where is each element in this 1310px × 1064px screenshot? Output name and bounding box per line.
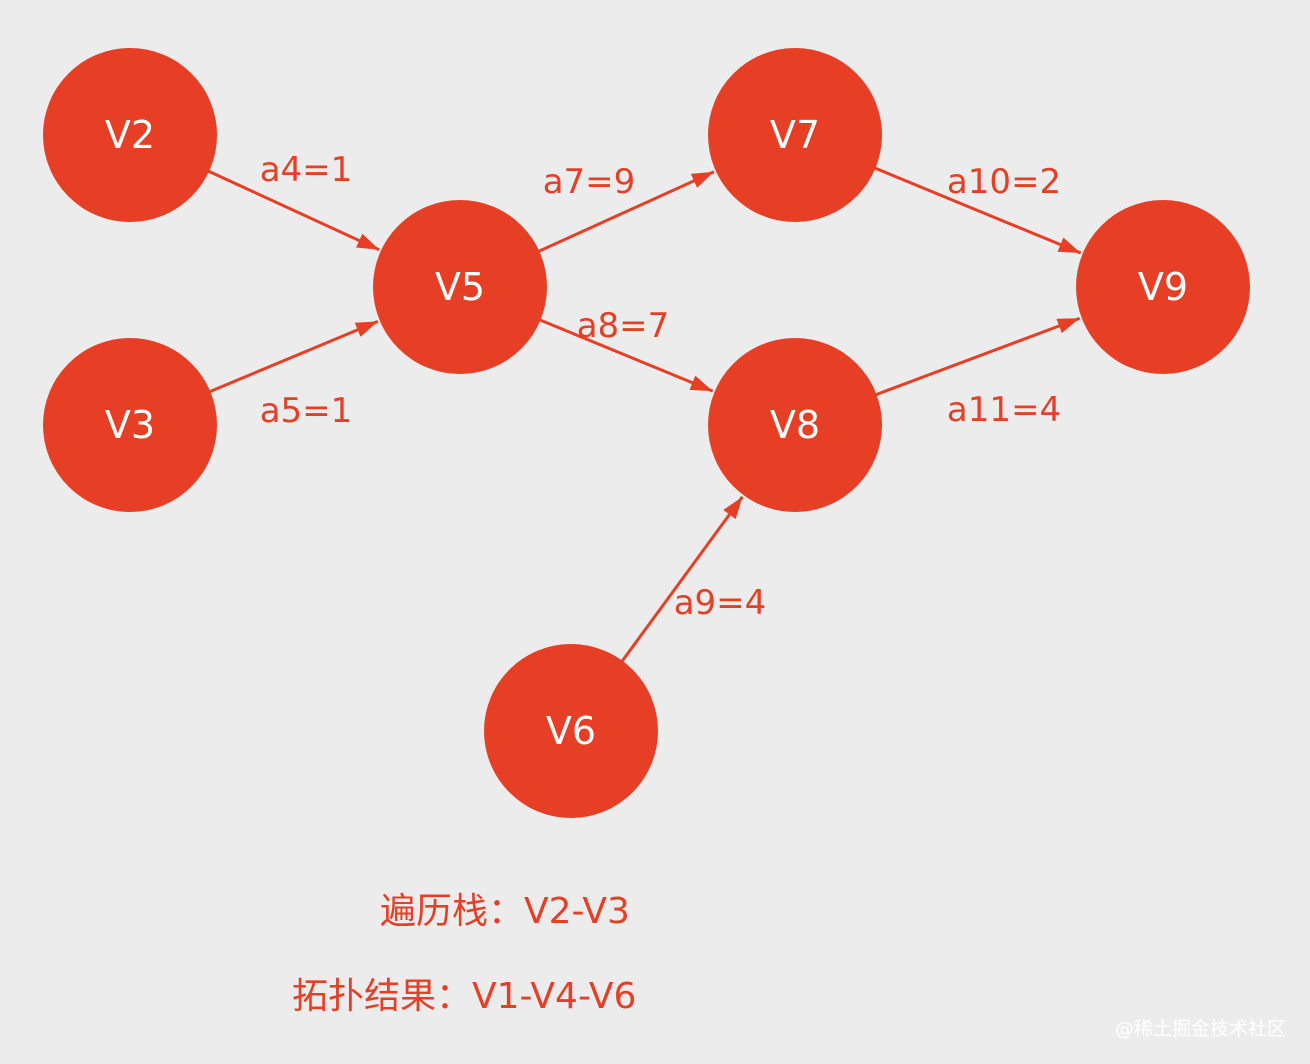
node-circle-v5 — [373, 200, 547, 374]
node-label-v8: V8 — [770, 403, 820, 447]
node-circle-v3 — [43, 338, 217, 512]
node-label-v5: V5 — [435, 265, 485, 309]
node-v8: V8 — [708, 338, 882, 512]
edge-label-a9: a9=4 — [674, 583, 767, 623]
edge-arrow-a9 — [618, 495, 744, 665]
edges-layer — [204, 165, 1082, 665]
traversal-stack-text: 遍历栈：V2-V3 — [380, 891, 630, 932]
node-circle-v7 — [708, 48, 882, 222]
node-circle-v6 — [484, 644, 658, 818]
node-v7: V7 — [708, 48, 882, 222]
node-circle-v8 — [708, 338, 882, 512]
node-v5: V5 — [373, 200, 547, 374]
node-label-v2: V2 — [105, 113, 155, 157]
edge-arrow-a4 — [204, 168, 380, 252]
node-v6: V6 — [484, 644, 658, 818]
edge-arrow-a10 — [871, 165, 1082, 255]
node-v9: V9 — [1076, 200, 1250, 374]
edge-label-a5: a5=1 — [260, 391, 353, 431]
watermark: @稀土掘金技术社区 — [1114, 1018, 1286, 1040]
edge-label-a4: a4=1 — [260, 150, 353, 190]
edge-label-a7: a7=9 — [543, 162, 636, 202]
node-circle-v9 — [1076, 200, 1250, 374]
edge-arrow-a5 — [205, 319, 379, 395]
edge-label-a10: a10=2 — [947, 162, 1061, 202]
edge-label-a11: a11=4 — [947, 390, 1061, 430]
node-label-v6: V6 — [546, 709, 596, 753]
edge-arrow-a11 — [872, 316, 1081, 398]
topological-result-text: 拓扑结果：V1-V4-V6 — [292, 976, 637, 1017]
edge-arrow-a8 — [536, 317, 714, 393]
node-v2: V2 — [43, 48, 217, 222]
edge-arrow-a7 — [534, 170, 715, 255]
node-label-v9: V9 — [1138, 265, 1188, 309]
node-label-v3: V3 — [105, 403, 155, 447]
node-label-v7: V7 — [770, 113, 820, 157]
edge-labels-layer: a4=1 a5=1 a7=9 a8=7 a9=4 a10=2 a11=4 — [260, 150, 1061, 623]
node-circle-v2 — [43, 48, 217, 222]
edge-label-a8: a8=7 — [577, 306, 670, 346]
node-v3: V3 — [43, 338, 217, 512]
